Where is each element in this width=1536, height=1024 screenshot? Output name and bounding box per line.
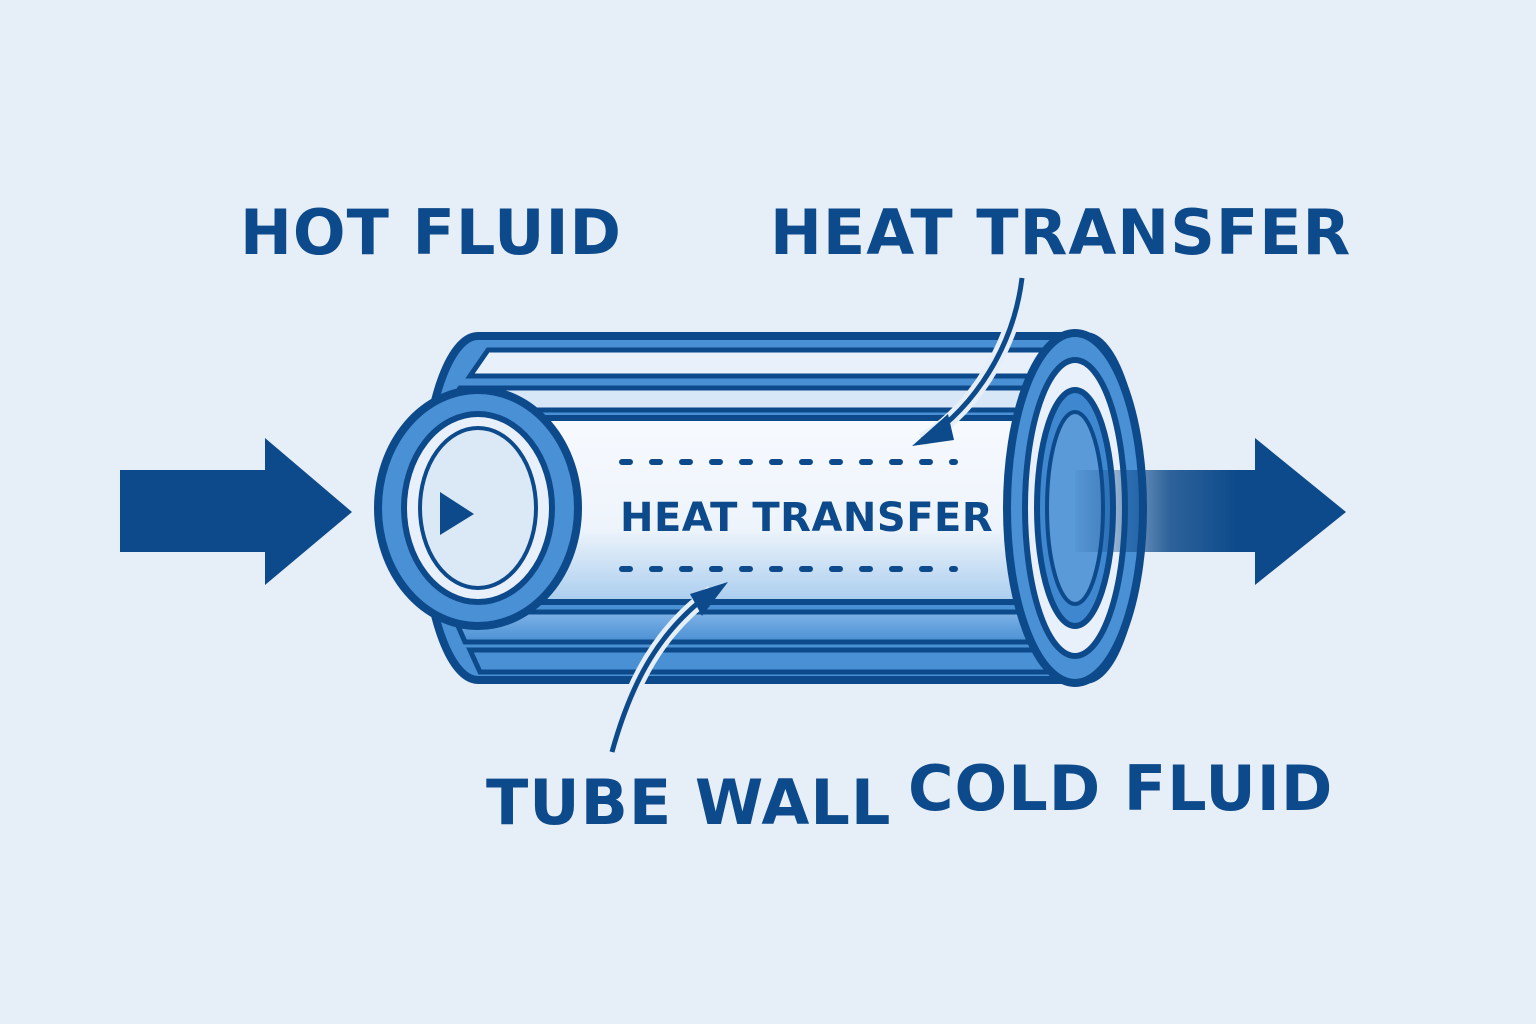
heat-transfer-dots	[619, 459, 958, 572]
heat-transfer-leader	[912, 277, 1029, 447]
tube-wall-leader	[605, 582, 728, 754]
heat-transfer-top-label: HEAT TRANSFER	[770, 196, 1352, 269]
tube-wall-label: TUBE WALL	[486, 766, 892, 839]
inlet-end	[374, 386, 582, 630]
hot-fluid-label: HOT FLUID	[240, 196, 622, 269]
outlet-arrow-icon	[1075, 438, 1346, 585]
cold-fluid-label: COLD FLUID	[908, 752, 1334, 825]
heat-transfer-inner-label: HEAT TRANSFER	[620, 495, 994, 541]
inlet-arrow-icon	[120, 438, 352, 585]
play-triangle-icon	[440, 492, 474, 535]
